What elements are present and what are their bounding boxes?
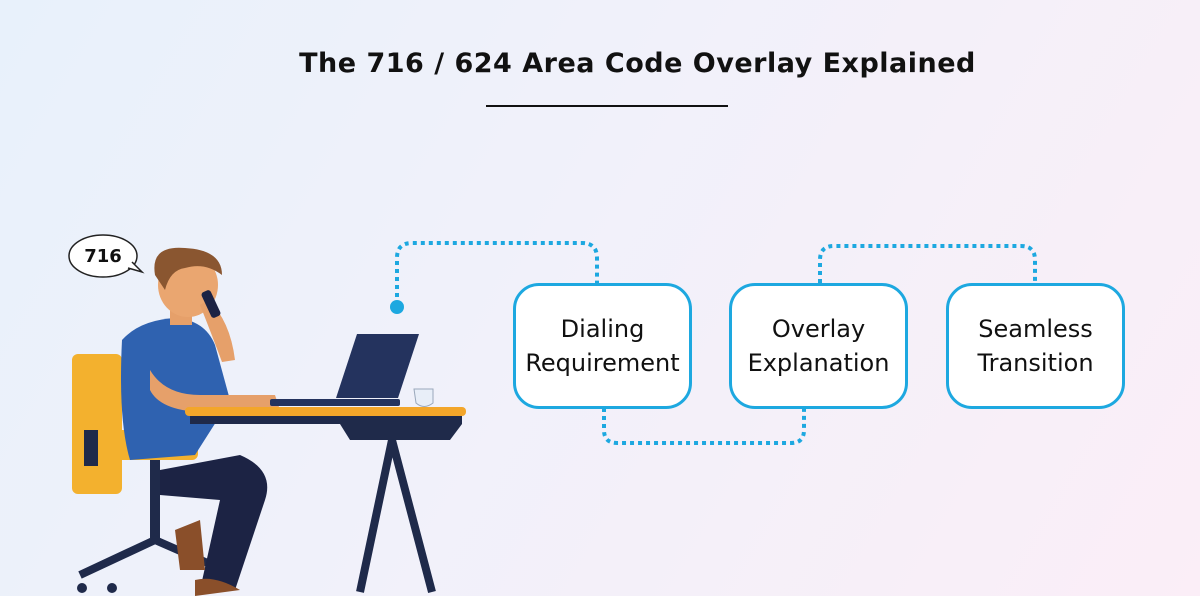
- connector-2-3: [818, 244, 1037, 283]
- connector-start: [395, 241, 599, 305]
- step-line1: Seamless: [978, 315, 1093, 343]
- connector-1-2: [602, 408, 806, 445]
- title-underline: [486, 105, 728, 107]
- step-line1: Dialing: [560, 315, 645, 343]
- step-line2: Requirement: [525, 349, 680, 377]
- step-line2: Transition: [977, 349, 1094, 377]
- dotted-connectors: [395, 241, 1037, 445]
- desk: [185, 407, 466, 594]
- cup: [413, 388, 434, 407]
- person: [121, 247, 280, 596]
- speech-bubble-text: 716: [84, 245, 122, 267]
- page-title: The 716 / 624 Area Code Overlay Explaine…: [299, 48, 976, 79]
- step-line1: Overlay: [771, 315, 866, 343]
- speech-bubble: [68, 234, 145, 278]
- step-line2: Explanation: [747, 349, 890, 377]
- laptop: [270, 334, 419, 406]
- connector-dot: [390, 300, 404, 314]
